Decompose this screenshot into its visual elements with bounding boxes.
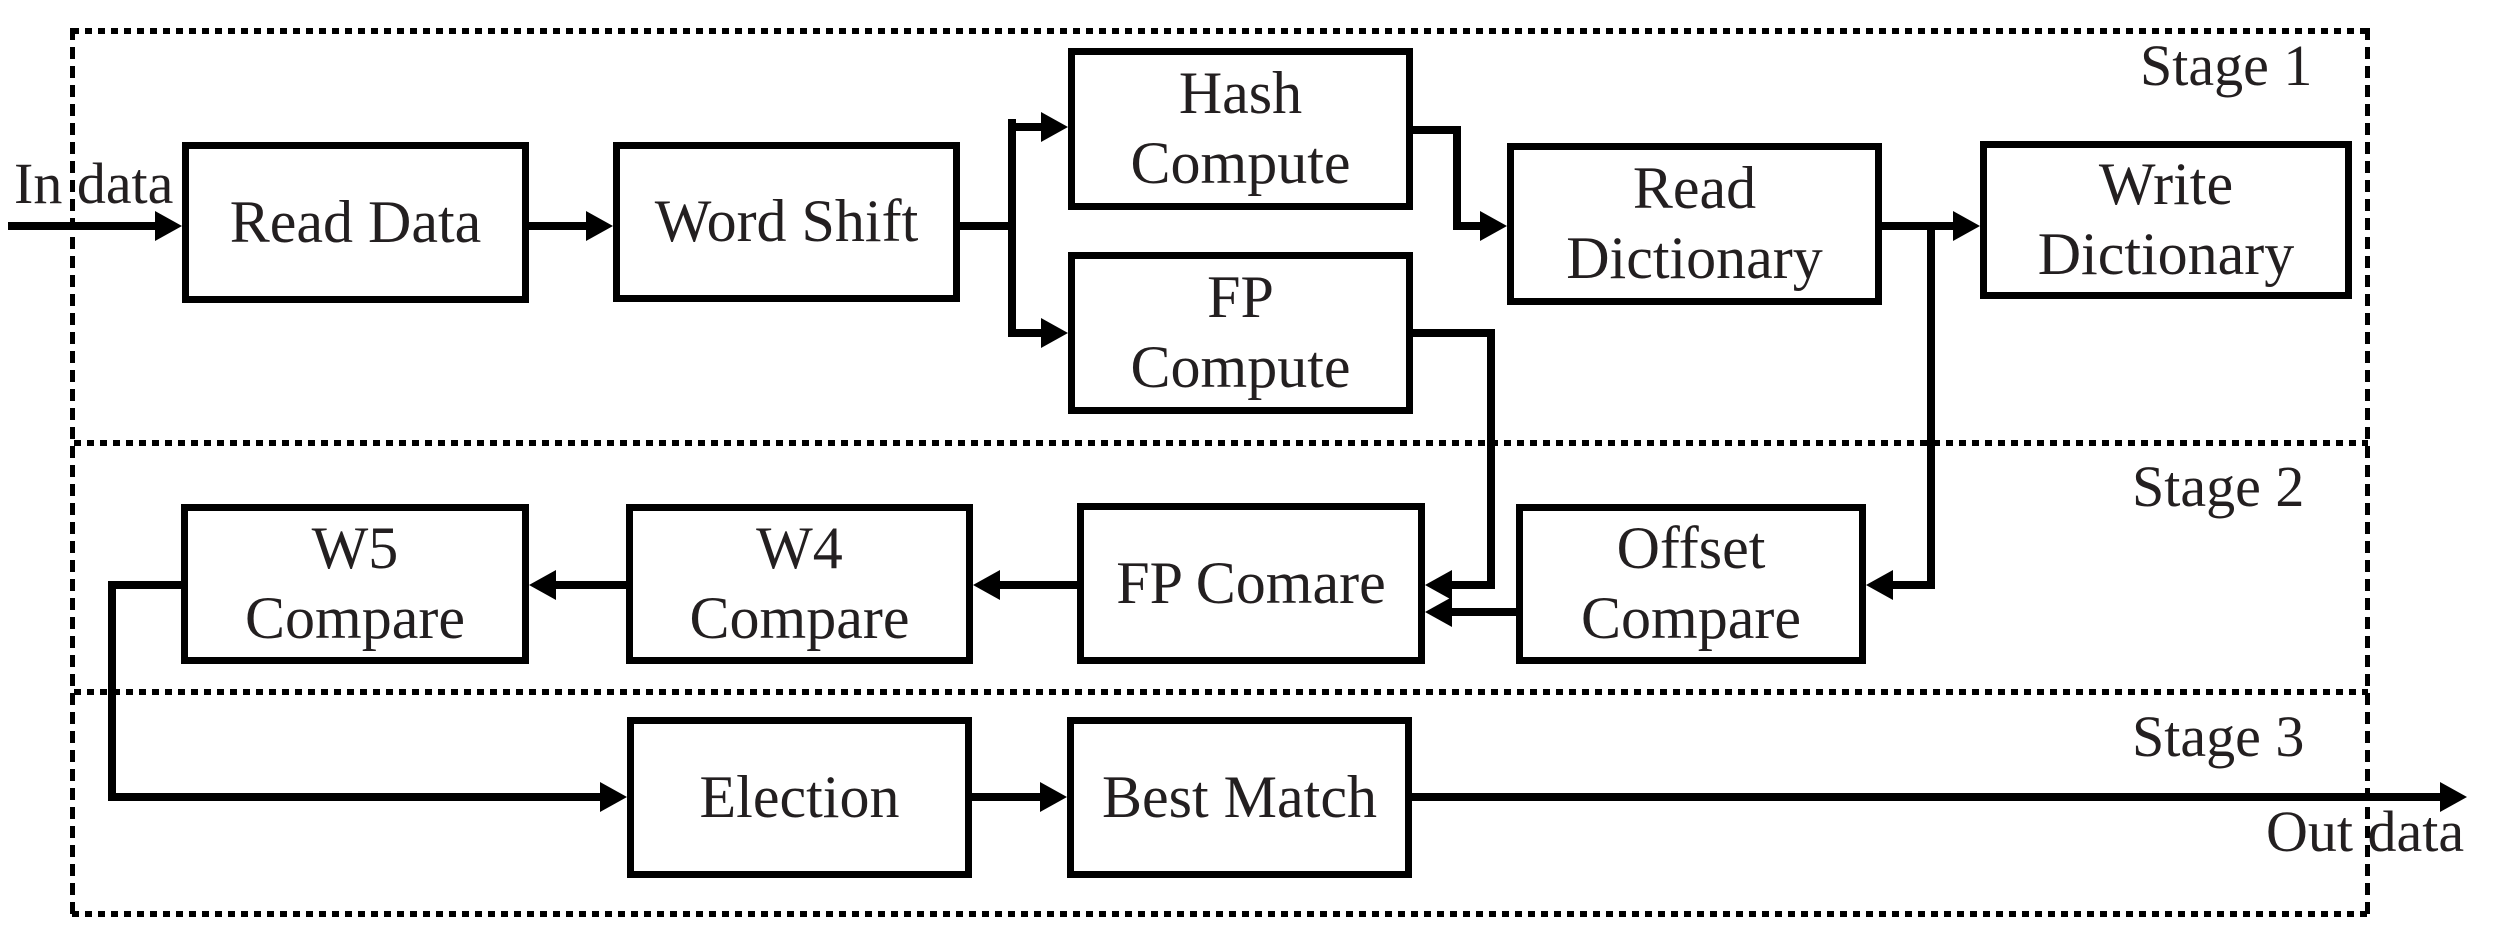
node-hash-compute: Hash Compute xyxy=(1068,48,1413,210)
edge-w4-w5-arrowhead-icon xyxy=(529,570,556,600)
edge-hash-readdict-line2 xyxy=(1453,222,1483,230)
edge-readdata-wordshift-arrowhead-icon xyxy=(586,211,613,241)
stage2-stage3-divider xyxy=(74,689,2368,695)
edge-readdict-writedict-line xyxy=(1882,222,1956,230)
edge-fpcompute-fpcomare-line1 xyxy=(1413,329,1495,337)
edge-hash-readdict-arrowhead-icon xyxy=(1480,211,1507,241)
node-write-dictionary: Write Dictionary xyxy=(1980,141,2352,299)
edge-offset-fpcomare-arrowhead-icon xyxy=(1425,597,1452,627)
outer-border-top xyxy=(72,28,2372,34)
edge-wordshift-branch-line xyxy=(960,222,1016,230)
edge-w4-w5-line xyxy=(556,581,626,589)
edge-branch-hash-line xyxy=(1008,123,1044,131)
edge-election-bestmatch-arrowhead-icon xyxy=(1040,782,1067,812)
edge-fpcompute-fpcomare-vline xyxy=(1487,329,1495,589)
edge-fpcomare-w4-arrowhead-icon xyxy=(973,570,1000,600)
edge-branch-fpcompute-arrowhead-icon xyxy=(1041,318,1068,348)
outer-border-right xyxy=(2365,28,2370,917)
edge-branch-hash-arrowhead-icon xyxy=(1041,112,1068,142)
outer-border-bottom xyxy=(72,911,2372,917)
edge-hash-readdict-vline xyxy=(1453,126,1461,230)
edge-bestmatch-out-line xyxy=(1412,793,2442,801)
edge-in-data-arrowhead-icon xyxy=(155,211,182,241)
edge-w5-election-line1 xyxy=(108,581,181,589)
edge-readdict-writedict-arrowhead-icon xyxy=(1953,211,1980,241)
edge-readdict-offset-line xyxy=(1892,581,1935,589)
edge-offset-fpcomare-line xyxy=(1452,608,1516,616)
node-w5-compare: W5 Compare xyxy=(181,504,529,664)
edge-election-bestmatch-line xyxy=(972,793,1042,801)
edge-w5-election-line2 xyxy=(108,793,602,801)
node-fp-comare: FP Comare xyxy=(1077,503,1425,664)
out-data-label: Out data xyxy=(2266,799,2465,864)
stage1-stage2-divider xyxy=(74,440,2368,446)
edge-in-data-line xyxy=(8,222,158,230)
node-word-shift: Word Shift xyxy=(613,142,960,302)
edge-w5-election-vline xyxy=(108,581,116,801)
node-read-dictionary: Read Dictionary xyxy=(1507,143,1882,305)
node-fp-compute: FP Compute xyxy=(1068,252,1413,414)
edge-readdict-offset-vline xyxy=(1927,222,1935,589)
edge-w5-election-arrowhead-icon xyxy=(600,782,627,812)
edge-readdict-offset-arrowhead-icon xyxy=(1866,570,1893,600)
node-election: Election xyxy=(627,717,972,878)
node-offset-compare: Offset Compare xyxy=(1516,504,1866,664)
edge-wordshift-branch-vline xyxy=(1008,119,1016,337)
edge-fpcompute-fpcomare-arrowhead-icon xyxy=(1425,570,1452,600)
edge-readdata-wordshift-line xyxy=(529,222,589,230)
node-w4-compare: W4 Compare xyxy=(626,504,973,664)
in-data-label: In data xyxy=(14,151,174,216)
outer-border-left xyxy=(70,28,75,917)
node-best-match: Best Match xyxy=(1067,717,1412,878)
stage-1-label: Stage 1 xyxy=(2140,33,2313,98)
edge-bestmatch-out-arrowhead-icon xyxy=(2440,782,2467,812)
edge-branch-fpcompute-line xyxy=(1008,329,1044,337)
stage-3-label: Stage 3 xyxy=(2132,704,2305,769)
stage-2-label: Stage 2 xyxy=(2132,454,2305,519)
edge-hash-readdict-line1 xyxy=(1413,126,1461,134)
edge-fpcomare-w4-line xyxy=(1000,581,1077,589)
edge-fpcompute-fpcomare-line2 xyxy=(1452,581,1495,589)
node-read-data: Read Data xyxy=(182,142,529,303)
